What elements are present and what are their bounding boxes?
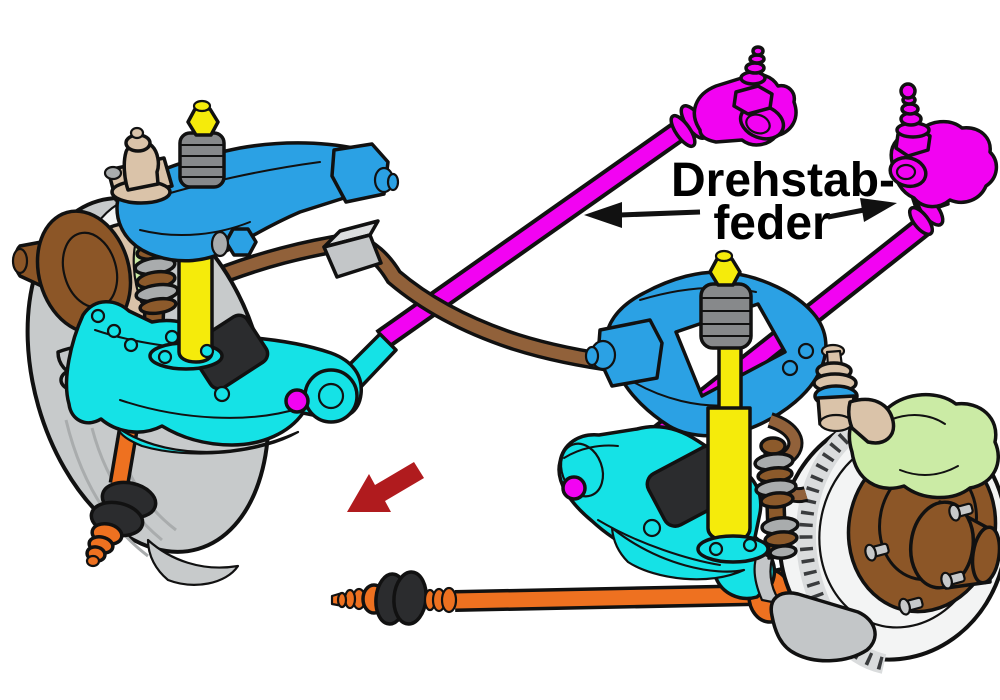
ball-joint-left [103,126,174,205]
shock-rod-nut-right [708,257,742,287]
shock-rod-nut-left [186,107,220,137]
grease-cap [970,525,1000,585]
right-suspension-corner [330,249,1000,674]
torsion-bar-end-right [561,475,587,501]
brake-disc [753,392,1000,674]
upper-control-arm-right [584,270,828,438]
label-line2: feder [713,197,830,250]
torsion-bar-anchor-left [669,45,798,149]
shock-boot-left [178,99,226,189]
shock-boot-right [699,249,753,350]
brake-line [198,219,622,374]
left-suspension-corner [11,99,400,586]
caliper-bracket [769,591,877,663]
ball-joint-right [812,343,896,445]
direction-arrow [347,462,424,512]
steering-arm-right [846,397,896,445]
label-drehstabfeder: Drehstab- feder [584,154,897,250]
label-arrow-left [584,202,701,228]
shock-mount-plate-right [696,534,770,564]
lower-control-arm-left [64,300,363,455]
label-arrow-right [827,198,897,222]
arm-shaft-left [330,142,390,204]
pivot-nut-left [224,227,258,257]
torsion-bar-end-left [284,388,310,414]
torsion-bar-anchor-right [888,82,999,237]
stabilizer-link-right [753,436,800,560]
adjuster-nut-left [732,84,774,116]
label-line1: Drehstab- [671,154,895,207]
shock-absorber-right [696,340,770,564]
